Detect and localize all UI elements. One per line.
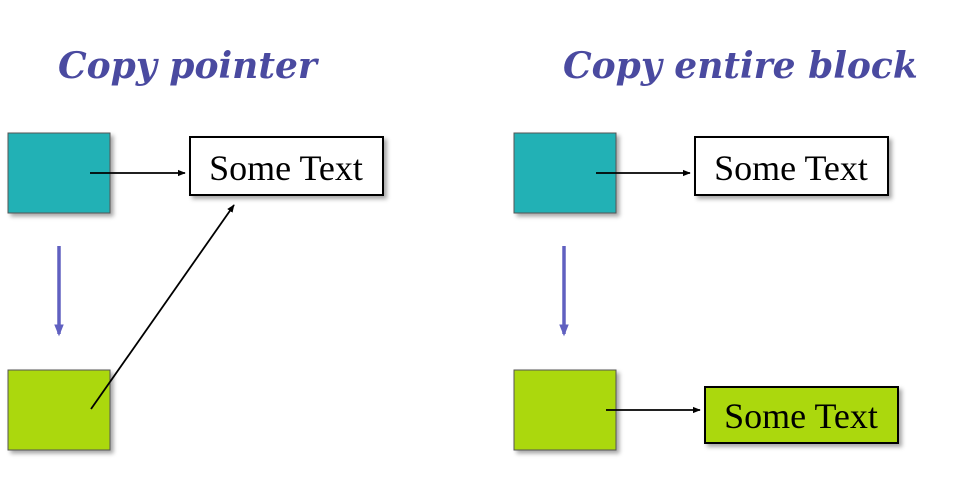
copied-text-box — [704, 386, 899, 444]
text-box-label: Some Text — [209, 148, 363, 188]
copy-entire-block-panel: Copy entire block Some Text Some Text — [513, 45, 918, 451]
copied-pointer-arrow — [90, 204, 235, 410]
copy-pointer-panel: Copy pointer Some Text — [7, 45, 384, 451]
copy-entire-block-title: Copy entire block — [563, 45, 918, 87]
text-box — [694, 136, 889, 196]
text-box — [189, 136, 384, 196]
copied-block — [7, 369, 111, 451]
text-box-label: Some Text — [714, 148, 868, 188]
copy-pointer-title: Copy pointer — [58, 45, 320, 87]
copied-text-box-label: Some Text — [724, 396, 878, 436]
copied-block — [513, 369, 617, 451]
